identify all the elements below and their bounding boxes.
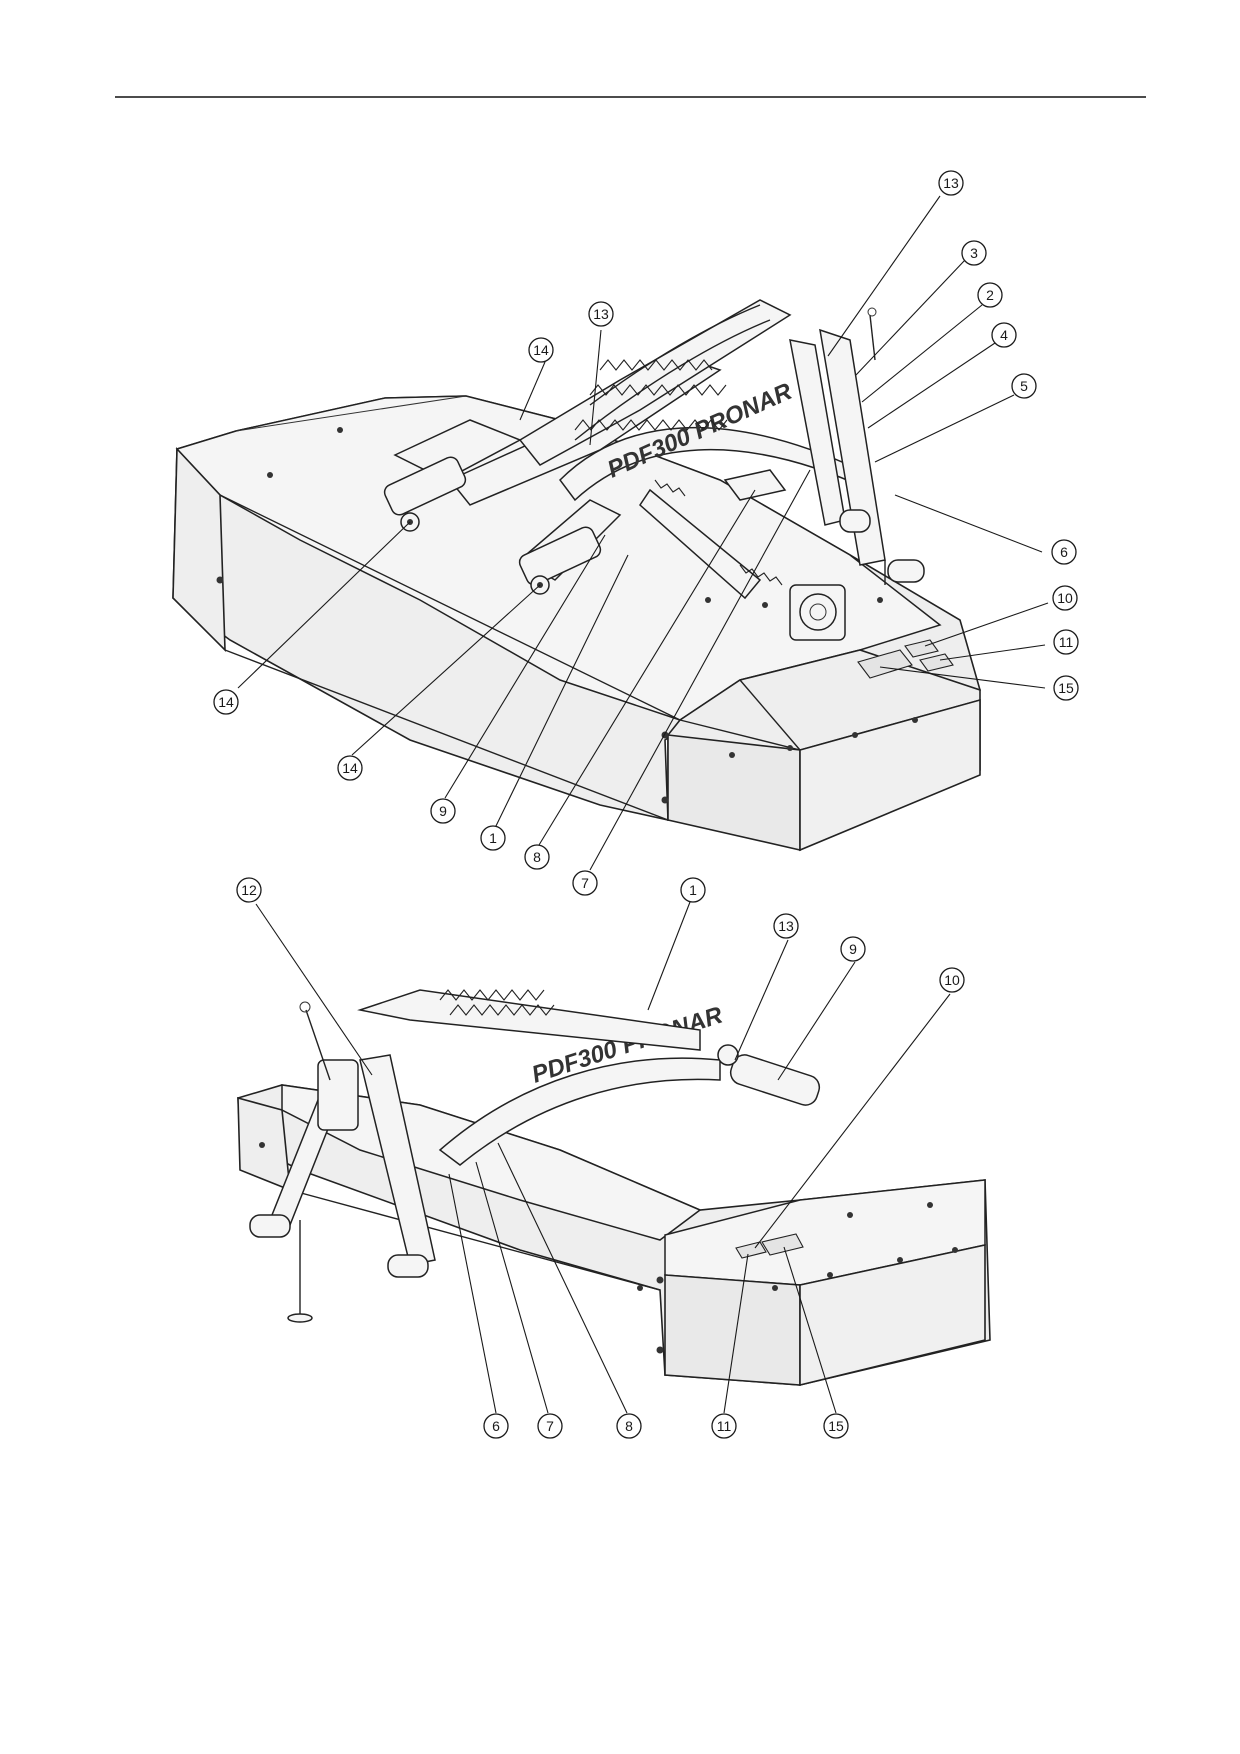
callout-8-top: 8 (524, 844, 550, 870)
svg-text:6: 6 (492, 1418, 500, 1434)
svg-text:11: 11 (717, 1418, 732, 1434)
callout-14-left: 14 (213, 689, 239, 715)
callout-13-top-right: 13 (938, 170, 964, 196)
callout-10-bottom: 10 (939, 967, 965, 993)
svg-text:15: 15 (1058, 680, 1074, 696)
svg-text:9: 9 (439, 803, 447, 819)
svg-text:13: 13 (593, 306, 609, 322)
svg-text:10: 10 (944, 972, 960, 988)
callout-6-bottom: 6 (483, 1413, 509, 1439)
svg-text:13: 13 (943, 175, 959, 191)
svg-text:14: 14 (342, 760, 358, 776)
top-callout-leaders (237, 195, 1049, 871)
svg-text:4: 4 (1000, 327, 1008, 343)
svg-text:15: 15 (828, 1418, 844, 1434)
svg-text:2: 2 (986, 287, 994, 303)
callout-10: 10 (1052, 585, 1078, 611)
callout-15-bottom: 15 (823, 1413, 849, 1439)
top-mower-illustration: PDF300 PRONAR (172, 299, 982, 852)
svg-text:11: 11 (1059, 634, 1074, 650)
svg-text:14: 14 (533, 342, 549, 358)
svg-text:10: 10 (1057, 590, 1073, 606)
svg-text:12: 12 (241, 882, 257, 898)
callout-4: 4 (991, 322, 1017, 348)
svg-text:6: 6 (1060, 544, 1068, 560)
callout-2: 2 (977, 282, 1003, 308)
callout-15: 15 (1053, 675, 1079, 701)
bottom-callouts: 12 1 13 9 10 6 7 8 11 15 (236, 877, 965, 1439)
callout-13-bottom: 13 (773, 913, 799, 939)
callout-13-top-middle: 13 (588, 301, 614, 327)
callout-14-lower: 14 (337, 755, 363, 781)
svg-text:1: 1 (689, 882, 697, 898)
svg-text:5: 5 (1020, 378, 1028, 394)
callout-7-bottom: 7 (537, 1413, 563, 1439)
svg-text:14: 14 (218, 694, 234, 710)
callout-1-top: 1 (480, 825, 506, 851)
bottom-mower-illustration: PDF300 PRONAR (237, 989, 991, 1387)
callout-14-upper: 14 (528, 337, 554, 363)
svg-text:1: 1 (489, 830, 497, 846)
top-callouts: 13 3 2 4 5 6 10 11 15 13 14 14 14 9 1 8 … (213, 170, 1079, 896)
svg-text:7: 7 (581, 875, 589, 891)
callout-12: 12 (236, 877, 262, 903)
svg-text:9: 9 (849, 941, 857, 957)
callout-6: 6 (1051, 539, 1077, 565)
callout-1-bottom: 1 (680, 877, 706, 903)
callout-8-bottom: 8 (616, 1413, 642, 1439)
svg-text:7: 7 (546, 1418, 554, 1434)
svg-text:13: 13 (778, 918, 794, 934)
svg-text:8: 8 (533, 849, 541, 865)
svg-text:3: 3 (970, 245, 978, 261)
svg-text:8: 8 (625, 1418, 633, 1434)
callout-9-bottom: 9 (840, 936, 866, 962)
callout-7-top: 7 (572, 870, 598, 896)
bottom-callout-leaders (255, 901, 951, 1414)
callout-5: 5 (1011, 373, 1037, 399)
callout-11-bottom: 11 (711, 1413, 737, 1439)
callout-3: 3 (961, 240, 987, 266)
callout-9-top: 9 (430, 798, 456, 824)
callout-11: 11 (1053, 629, 1079, 655)
